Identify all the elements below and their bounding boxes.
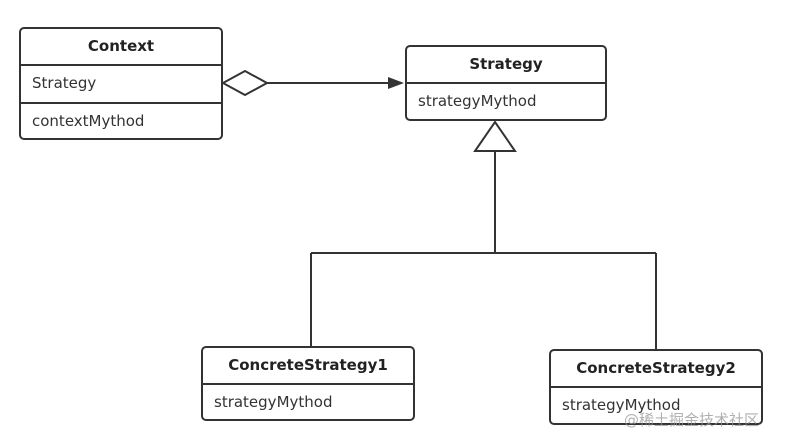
strategy-class-box[interactable]: Strategy strategyMythod: [405, 45, 607, 121]
class-method: strategyMythod: [418, 92, 537, 110]
class-attribute: Strategy: [32, 74, 97, 92]
context-class-box[interactable]: Context Strategy contextMythod: [19, 27, 223, 140]
class-name: ConcreteStrategy2: [551, 351, 761, 388]
class-name: Context: [21, 29, 221, 66]
class-name: Strategy: [407, 47, 605, 84]
class-method: contextMythod: [21, 102, 221, 138]
inheritance-triangle: [473, 120, 517, 152]
class-method: strategyMythod: [214, 393, 333, 411]
association-arrowhead: [388, 77, 404, 89]
concrete-strategy-2-class-box[interactable]: ConcreteStrategy2 strategyMythod: [549, 349, 763, 425]
class-name: ConcreteStrategy1: [203, 348, 413, 385]
concrete-strategy-1-class-box[interactable]: ConcreteStrategy1 strategyMythod: [201, 346, 415, 421]
aggregation-diamond: [220, 69, 270, 97]
class-method: strategyMythod: [562, 396, 681, 414]
watermark: @稀土掘金技术社区: [624, 411, 760, 429]
